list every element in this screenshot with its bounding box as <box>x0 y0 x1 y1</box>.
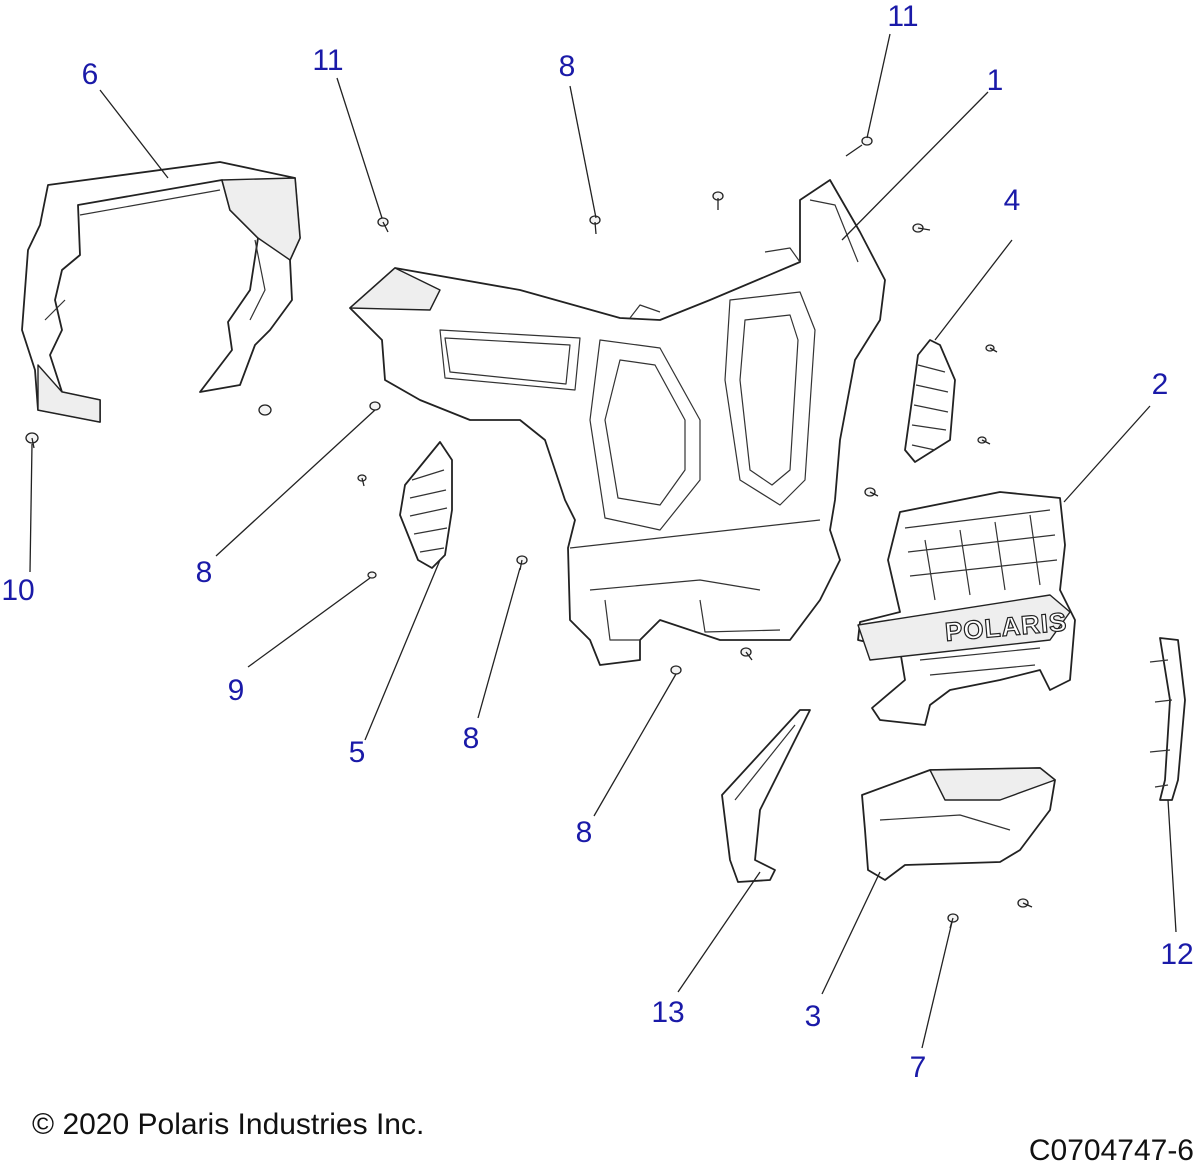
callout-13: 13 <box>651 996 684 1029</box>
fastener-screw <box>367 571 377 579</box>
callout-8: 8 <box>463 722 480 755</box>
part-4-right-vent <box>904 339 956 463</box>
callout-11: 11 <box>887 0 918 33</box>
callout-8: 8 <box>196 556 213 589</box>
callout-labels: 6 11 8 11 1 4 2 8 10 9 5 8 8 12 13 3 7 <box>1 0 1193 1084</box>
fastener-screw <box>712 191 724 210</box>
fastener-rivet <box>947 913 959 929</box>
callout-11: 11 <box>312 44 343 77</box>
fastener-screw <box>985 344 998 353</box>
fastener-screw <box>740 647 753 661</box>
drawing-number: C0704747-6 <box>1028 1134 1194 1167</box>
callout-2: 2 <box>1152 368 1169 401</box>
fastener-rivet <box>377 217 389 233</box>
fastener-bolt <box>845 136 873 157</box>
fastener-nut <box>25 432 39 449</box>
callout-10: 10 <box>1 574 34 607</box>
callout-8: 8 <box>576 816 593 849</box>
callout-7: 7 <box>910 1051 927 1084</box>
part-13-lower-trim <box>721 709 811 883</box>
callout-9: 9 <box>228 674 245 707</box>
fastener-screw <box>357 474 367 487</box>
fastener-nut <box>258 404 272 416</box>
callout-4: 4 <box>1004 184 1021 217</box>
fastener-rivet <box>589 215 601 235</box>
fastener-screw <box>977 436 991 445</box>
fastener-screw <box>912 223 931 233</box>
callout-6: 6 <box>82 58 99 91</box>
part-6-shroud <box>21 161 301 423</box>
callout-8: 8 <box>559 50 576 83</box>
part-1-front-fascia <box>349 179 886 666</box>
leader-lines <box>29 33 1177 1049</box>
fastener-rivet <box>369 401 381 411</box>
fastener-screw <box>864 487 879 497</box>
callout-12: 12 <box>1160 938 1193 971</box>
callout-1: 1 <box>987 64 1004 97</box>
fastener-rivet <box>670 665 682 675</box>
part-12-side-trim <box>1149 637 1186 801</box>
callout-3: 3 <box>805 1000 822 1033</box>
fastener-screw <box>1017 898 1033 908</box>
copyright-notice: © 2020 Polaris Industries Inc. <box>32 1108 425 1141</box>
part-2-grille: POLARIS <box>857 491 1076 726</box>
part-3-lower-panel <box>861 767 1056 881</box>
part-5-left-vent <box>399 441 453 569</box>
fastener-rivet <box>516 555 528 571</box>
callout-5: 5 <box>349 736 366 769</box>
